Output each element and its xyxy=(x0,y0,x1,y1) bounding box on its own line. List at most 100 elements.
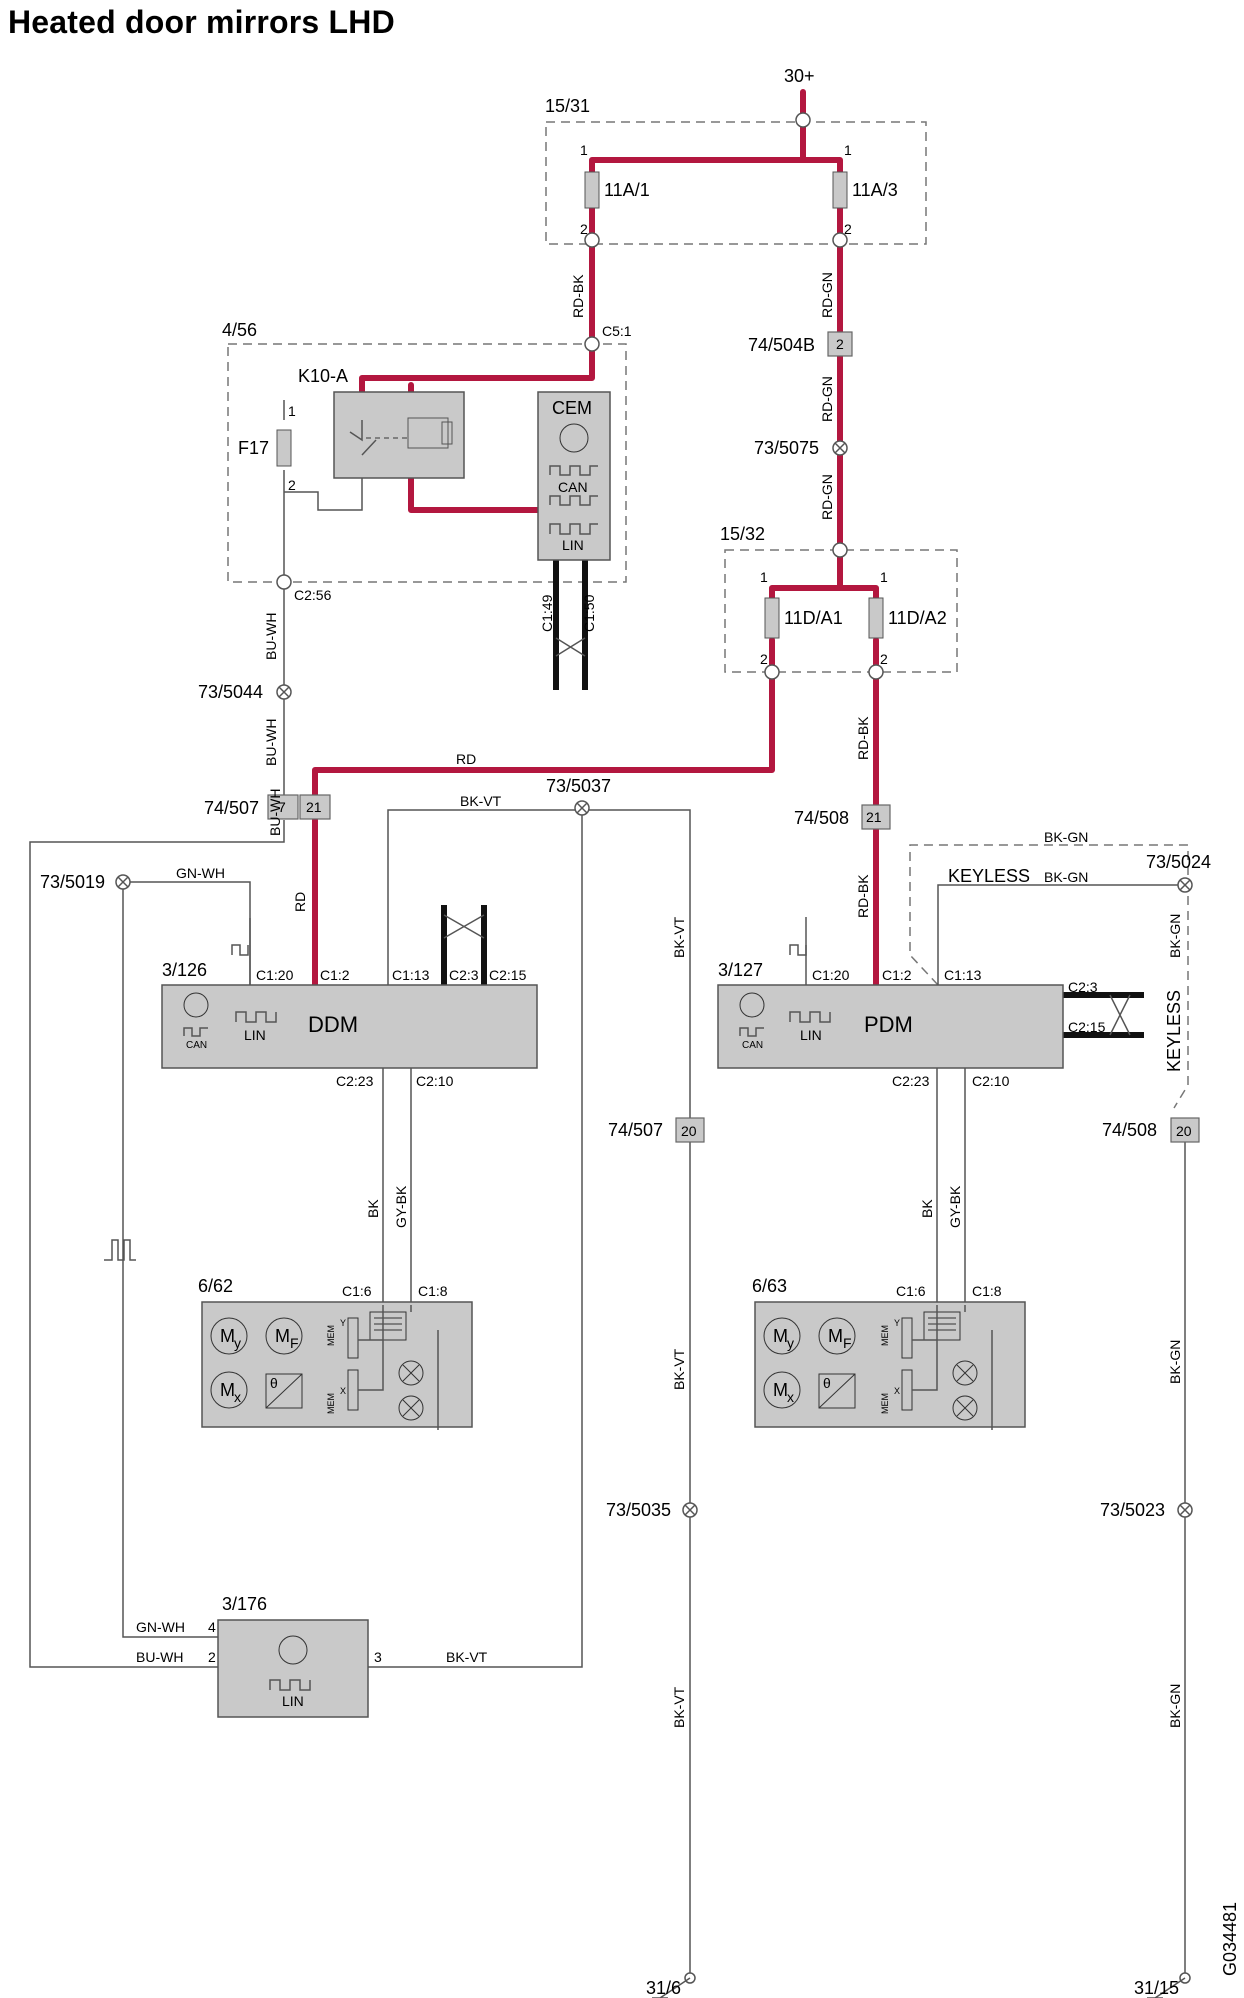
mirror-right-mx-sub: x xyxy=(787,1389,794,1405)
ddm-pin-c215: C2:15 xyxy=(489,967,527,983)
connector-74-507-pin21: 21 xyxy=(306,799,322,815)
wire-label-rd-gn-3: RD-GN xyxy=(819,474,835,520)
fuse-box-15-31-outline xyxy=(545,121,927,245)
mirror-right-mem-x-sub: X xyxy=(894,1386,900,1396)
mirror-right-mf-sub: F xyxy=(843,1335,852,1351)
mirror-left-graphic xyxy=(201,1301,473,1430)
cem-lin-label: LIN xyxy=(562,537,584,553)
mirror-left-my-sub: y xyxy=(234,1335,241,1351)
connector-74-504b-box xyxy=(827,331,853,357)
splice-5037-label: 73/5037 xyxy=(546,776,611,796)
connector-c1-50-label: C1:50 xyxy=(581,594,597,632)
connector-74-507-box-20 xyxy=(675,1117,705,1143)
ddm-box[interactable] xyxy=(161,984,538,1069)
connector-c5-label: C5:1 xyxy=(602,323,632,339)
wire-label-keyless-1: KEYLESS xyxy=(948,866,1030,886)
wire-label-bk-ddm: BK xyxy=(365,1199,381,1218)
node-15-32-pin2b xyxy=(868,664,884,680)
fuse-11a1-label: 11A/1 xyxy=(604,180,650,200)
mirror-right-label: 6/63 xyxy=(752,1276,787,1296)
pdm-pin-c23: C2:3 xyxy=(1068,979,1098,995)
connector-74-507-pin7: 7 xyxy=(278,799,286,815)
connector-c2-56-label: C2:56 xyxy=(294,587,332,603)
mirror-left-label: 6/62 xyxy=(198,1276,233,1296)
cem-module-label: 4/56 xyxy=(222,320,257,340)
wire-bk-vt-switch xyxy=(368,810,583,1668)
pdm-lin-label: LIN xyxy=(800,1027,822,1043)
fuse-f17-label: F17 xyxy=(238,438,269,458)
ddm-c120-wave-icon xyxy=(231,944,249,956)
ddm-pin-c23: C2:3 xyxy=(449,967,479,983)
switch-lin-wave-icon xyxy=(269,1679,311,1691)
can-pair-cem xyxy=(553,560,588,690)
relay-coil-inner xyxy=(441,421,453,445)
pdm-pin-c113: C1:13 xyxy=(944,967,982,983)
fuse-box-2-pin1b: 1 xyxy=(880,569,888,585)
fuse-box-2-pin1a: 1 xyxy=(760,569,768,585)
cem-can-label: CAN xyxy=(558,479,588,495)
relay-label: K10-A xyxy=(298,366,348,386)
mirror-left-pin-b: C1:8 xyxy=(418,1283,448,1299)
pdm-label: 3/127 xyxy=(718,960,763,980)
connector-74-507-label-2: 74/507 xyxy=(608,1120,663,1140)
cem-lin-wave-icon xyxy=(549,523,598,535)
fuse-11d-a2 xyxy=(868,597,884,639)
fuse-box-1-pin2b: 2 xyxy=(844,221,852,237)
relay-coil xyxy=(407,417,449,449)
node-15-31-pin2a xyxy=(584,232,600,248)
ddm-name: DDM xyxy=(308,1012,358,1037)
fuse-box-2-pin2b: 2 xyxy=(880,651,888,667)
ddm-can-wave-icon xyxy=(183,1027,208,1037)
mirror-right-mx: M xyxy=(773,1380,788,1400)
ground-2-label: 31/15 xyxy=(1134,1978,1179,1998)
pdm-pin-c120: C1:20 xyxy=(812,967,850,983)
wire-label-bk-gn-1: BK-GN xyxy=(1044,829,1088,845)
ddm-can-label: CAN xyxy=(186,1040,207,1051)
wire-label-bk-gn-2: BK-GN xyxy=(1044,869,1088,885)
splice-5075-label: 73/5075 xyxy=(754,438,819,458)
cem-transistor-icon xyxy=(559,423,589,453)
fuse-box-2-label: 15/32 xyxy=(720,524,765,544)
fuse-11a3-label: 11A/3 xyxy=(852,180,898,200)
ddm-transistor-icon xyxy=(183,992,209,1018)
fuse-11d-a1 xyxy=(764,597,780,639)
node-15-32-pin2a xyxy=(764,664,780,680)
node-c5-1 xyxy=(584,336,600,352)
connector-74-508-box-20 xyxy=(1170,1117,1200,1143)
switch-pin3: 3 xyxy=(374,1649,382,1665)
connector-74-507-box xyxy=(267,794,299,820)
switch-lin-label: LIN xyxy=(282,1693,304,1709)
splice-5019-label: 73/5019 xyxy=(40,872,105,892)
mirror-right-mf: M xyxy=(828,1326,843,1346)
cem-module-outline xyxy=(227,343,627,583)
connector-74-508-label-2: 74/508 xyxy=(1102,1120,1157,1140)
can-pair-ddm xyxy=(441,905,487,985)
fuse-box-15-32-outline xyxy=(724,549,958,673)
splice-5044-label: 73/5044 xyxy=(198,682,263,702)
mirror-left-mx-sub: x xyxy=(234,1389,241,1405)
pdm-box[interactable] xyxy=(717,984,1064,1069)
splice-5023-label: 73/5023 xyxy=(1100,1500,1165,1520)
wire-label-gn-wh-1: GN-WH xyxy=(176,865,225,881)
connector-74-507-box-21 xyxy=(299,794,331,820)
mirror-right-pin-b: C1:8 xyxy=(972,1283,1002,1299)
ddm-pin-c113: C1:13 xyxy=(392,967,430,983)
wire-label-bk-vt-3: BK-VT xyxy=(671,1348,687,1390)
red-wire-rd xyxy=(312,637,775,798)
figure-id-label: G034481 xyxy=(1220,1902,1240,1976)
connector-74-508-box-21 xyxy=(861,804,891,830)
mirror-left-mf: M xyxy=(275,1326,290,1346)
switch-pin4: 4 xyxy=(208,1619,216,1635)
wire-label-bu-wh-2: BU-WH xyxy=(263,719,279,766)
wire-label-bk-vt-4: BK-VT xyxy=(446,1649,488,1665)
mirror-left-theta: θ xyxy=(270,1375,278,1391)
connector-c1-49-label: C1:49 xyxy=(539,594,555,632)
wire-label-rd: RD xyxy=(456,751,476,767)
wire-label-bk-vt-2: BK-VT xyxy=(671,916,687,958)
fuse-f17 xyxy=(276,429,292,467)
mirror-right-mem-x: MEM xyxy=(880,1393,890,1414)
mirror-right-pin-a: C1:6 xyxy=(896,1283,926,1299)
can-twist-pdm xyxy=(1109,994,1131,1036)
ddm-pin-c120: C1:20 xyxy=(256,967,294,983)
wire-bk-gy-ddm xyxy=(382,1068,412,1305)
